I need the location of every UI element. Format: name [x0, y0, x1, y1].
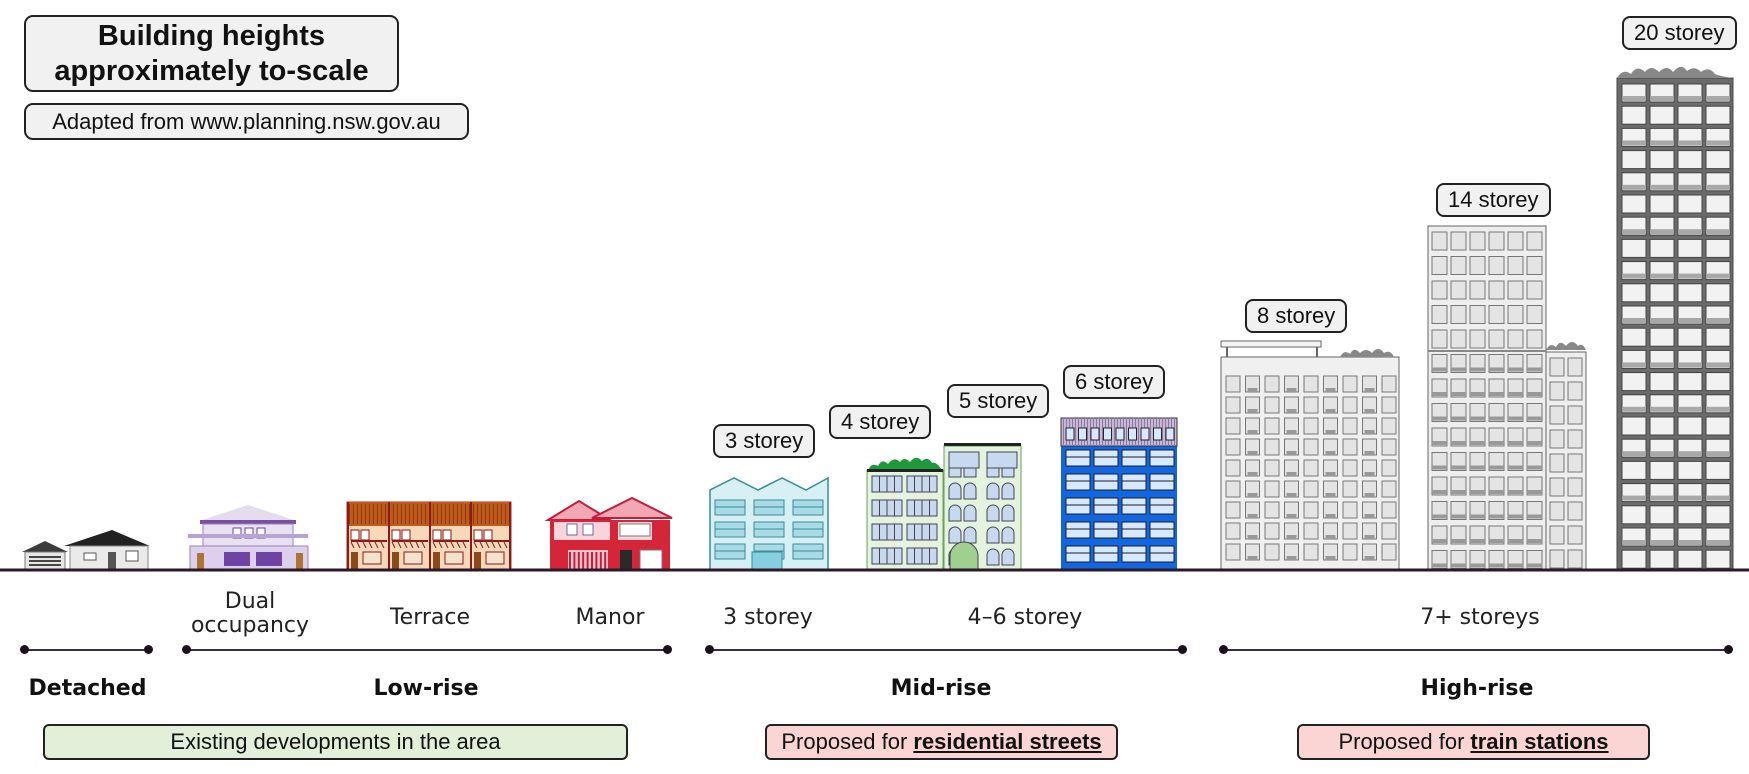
category-mid-rise: Mid-rise — [890, 676, 992, 701]
building-14-storey — [1427, 225, 1587, 571]
storey-label-3: 3 storey — [713, 424, 816, 458]
type-label-terrace: Terrace — [389, 605, 471, 630]
storey-label-14: 14 storey — [1436, 183, 1551, 217]
type-label-7-plus: 7+ storeys — [1420, 605, 1540, 630]
note-existing: Existing developments in the area — [43, 724, 628, 760]
category-low-rise: Low-rise — [373, 676, 479, 701]
terrace-houses — [346, 501, 512, 571]
type-label-dual-occupancy: Dual occupancy — [170, 590, 330, 638]
type-label-3-storey: 3 storey — [723, 605, 813, 630]
note-train-prefix: Proposed for — [1338, 729, 1465, 754]
note-residential-prefix: Proposed for — [781, 729, 908, 754]
dual-line-2: occupancy — [190, 613, 310, 638]
range-mid-rise — [705, 645, 1187, 654]
building-6-storey — [1060, 417, 1178, 570]
note-train-emphasis: train stations — [1470, 729, 1609, 754]
storey-label-4: 4 storey — [829, 405, 932, 439]
source-box: Adapted from www.planning.nsw.gov.au — [24, 103, 469, 140]
manor-house — [544, 496, 673, 571]
title-line-2: approximately to-scale — [54, 54, 369, 87]
detached-houses — [22, 530, 150, 571]
note-residential-emphasis: residential streets — [913, 729, 1102, 754]
type-label-manor: Manor — [575, 605, 645, 630]
category-high-rise: High-rise — [1420, 676, 1534, 701]
building-4-5-storey — [866, 443, 1022, 571]
range-low-rise — [182, 645, 672, 654]
dual-occupancy-house — [188, 505, 309, 571]
dual-line-1: Dual — [224, 589, 276, 614]
storey-label-5: 5 storey — [947, 384, 1050, 418]
type-label-4-6-storey: 4–6 storey — [967, 605, 1083, 630]
title-line-1: Building heights — [97, 19, 326, 52]
building-3-storey — [709, 476, 829, 571]
range-high-rise — [1219, 645, 1733, 654]
building-20-storey — [1616, 66, 1734, 571]
range-detached — [20, 645, 153, 654]
storey-label-8: 8 storey — [1245, 299, 1348, 333]
building-8-storey — [1220, 340, 1400, 571]
title-box: Building heights approximately to-scale — [24, 15, 399, 92]
storey-label-6: 6 storey — [1063, 365, 1166, 399]
category-detached: Detached — [28, 676, 147, 701]
storey-label-20: 20 storey — [1622, 16, 1737, 50]
